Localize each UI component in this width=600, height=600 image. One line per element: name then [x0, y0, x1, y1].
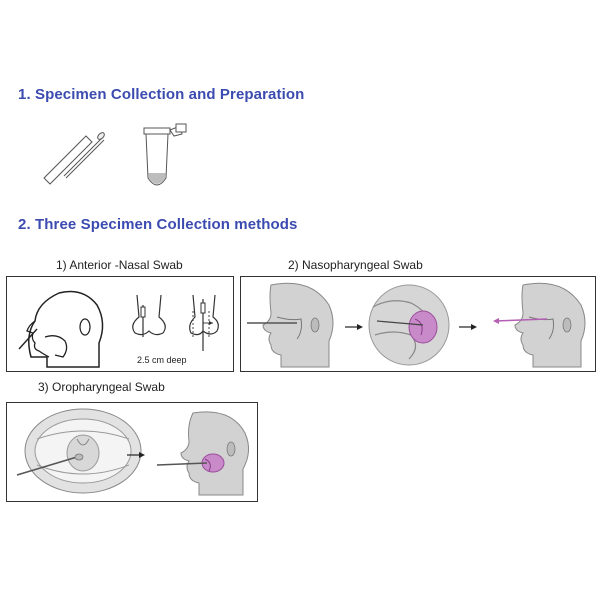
anterior-nasal-panel: 2.5 cm deep: [6, 276, 234, 372]
depth-annotation: 2.5 cm deep: [137, 355, 187, 365]
open-mouth-swab-icon: [16, 408, 142, 494]
swab-icon: [38, 118, 118, 190]
section-1-heading: 1. Specimen Collection and Preparation: [18, 86, 305, 103]
head-profile-nasal-swab-icon: [18, 290, 104, 368]
nose-side-depth-icon: [189, 294, 219, 351]
oropharyngeal-panel: [6, 402, 258, 502]
oropharyngeal-caption: 3) Oropharyngeal Swab: [38, 380, 165, 394]
head-profile-oral-swab-icon: [156, 411, 249, 496]
arrow-icon: [127, 452, 145, 458]
nose-front-swab-icon: [132, 294, 166, 337]
head-profile-withdraw-swab-icon: [493, 282, 586, 368]
nasopharyngeal-panel: [240, 276, 596, 372]
nasopharyngeal-caption: 2) Nasopharyngeal Swab: [288, 258, 423, 272]
arrow-icon: [345, 324, 363, 330]
collection-tube-icon: [134, 118, 194, 196]
arrow-icon: [459, 324, 477, 330]
section-2-heading: 2. Three Specimen Collection methods: [18, 216, 298, 233]
nasopharynx-closeup-icon: [368, 284, 450, 366]
anterior-nasal-caption: 1) Anterior -Nasal Swab: [56, 258, 183, 272]
head-profile-insert-swab-icon: [247, 282, 334, 368]
